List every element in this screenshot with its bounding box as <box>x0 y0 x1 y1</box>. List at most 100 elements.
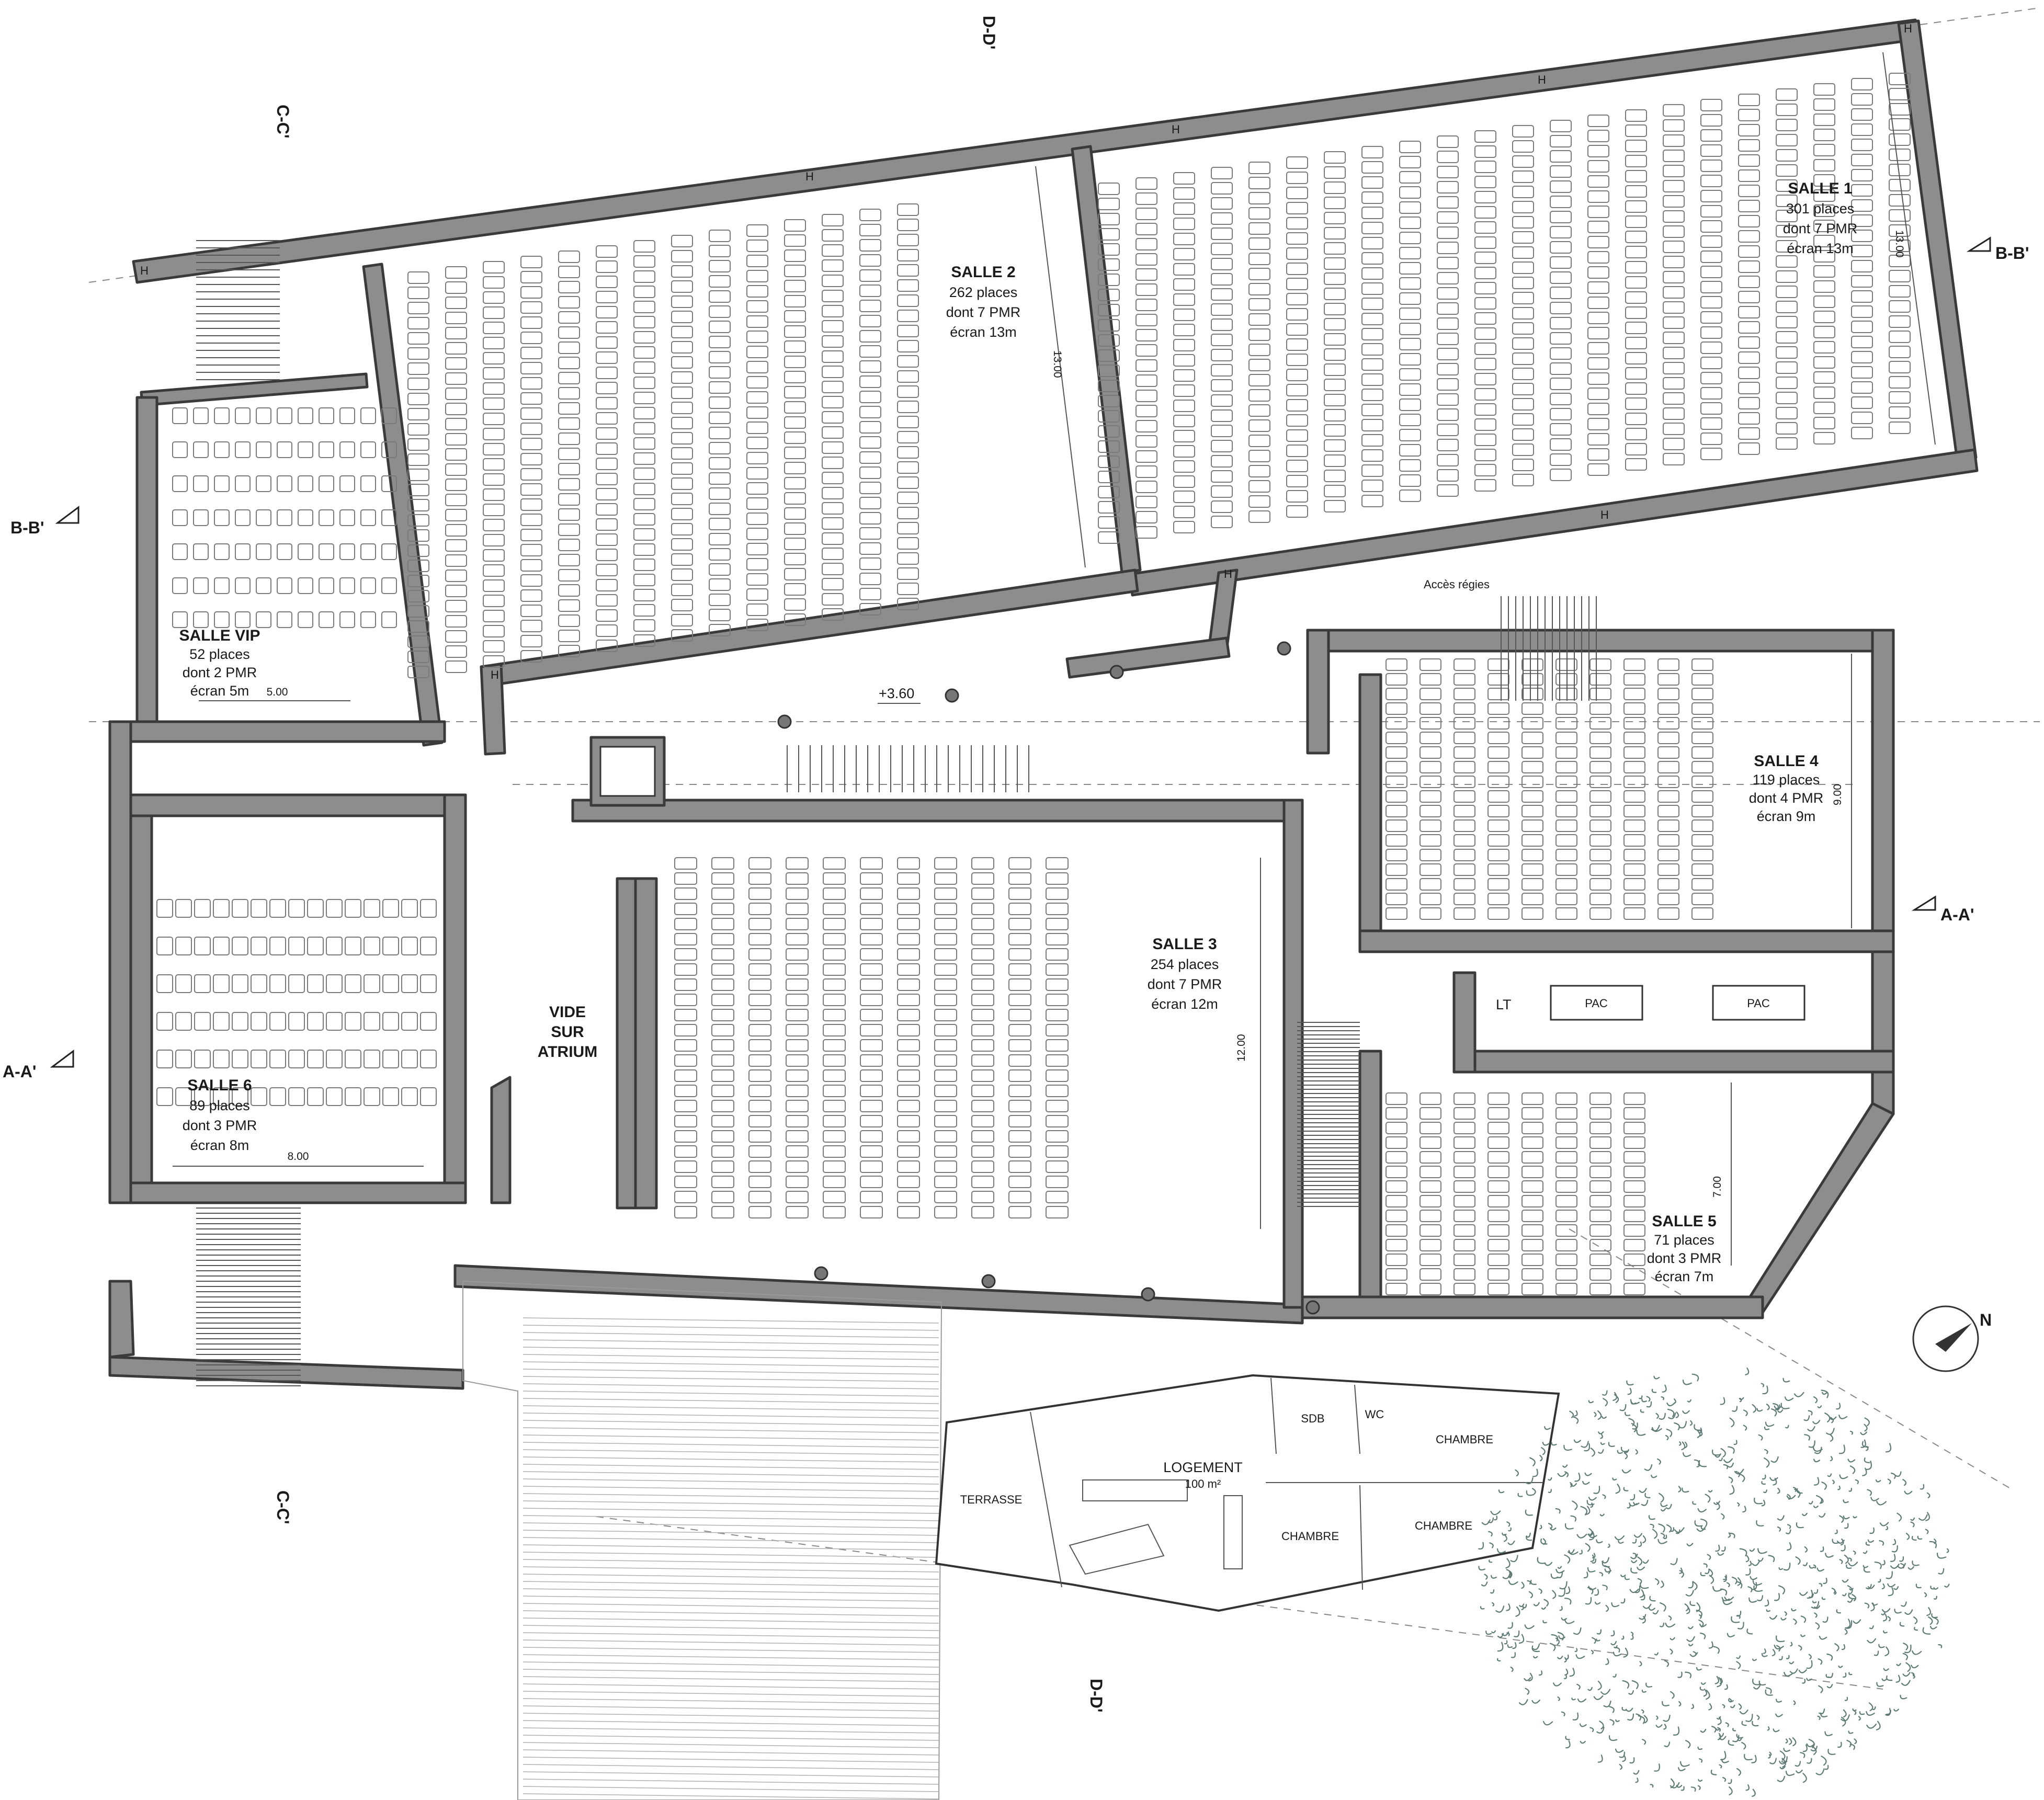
seat <box>1691 893 1713 905</box>
seat <box>1420 688 1441 700</box>
seat <box>1098 258 1120 271</box>
seat <box>381 577 397 594</box>
seat <box>1386 688 1407 700</box>
seat <box>1453 688 1475 700</box>
seat <box>213 1050 230 1068</box>
column <box>1277 641 1291 656</box>
seat <box>1453 819 1475 832</box>
seat <box>1487 1239 1509 1251</box>
seat <box>1512 186 1534 198</box>
seat <box>934 857 957 870</box>
pac-label: PAC <box>1585 997 1608 1010</box>
seat <box>1550 165 1572 178</box>
seat <box>256 475 271 492</box>
seat <box>1474 297 1496 310</box>
seat <box>1663 225 1685 238</box>
seat <box>897 325 919 337</box>
seat <box>971 872 994 885</box>
seat <box>633 528 655 541</box>
seat <box>1286 293 1308 305</box>
seat <box>1173 430 1195 442</box>
seat <box>1437 424 1459 436</box>
seat <box>1550 226 1572 238</box>
seat <box>1512 292 1534 304</box>
seat <box>897 1191 920 1203</box>
seat <box>1550 347 1572 360</box>
seat <box>1663 438 1685 450</box>
seat <box>1286 247 1308 260</box>
seat <box>1211 318 1233 331</box>
seat <box>709 305 731 318</box>
seat <box>288 1012 305 1031</box>
seat <box>483 640 505 653</box>
seat <box>360 577 376 594</box>
seat <box>1657 805 1679 817</box>
screen-dimension: 7.00 <box>1711 1176 1723 1198</box>
seat <box>1098 243 1120 256</box>
seat <box>709 624 731 636</box>
west-wall-salle2 <box>362 263 444 747</box>
seat <box>360 543 376 560</box>
screen-salle1 <box>1882 52 1936 445</box>
seat <box>1623 1180 1645 1193</box>
seat <box>1437 272 1459 284</box>
room-title: SALLE 4 <box>1754 753 1819 770</box>
seat <box>823 1024 846 1036</box>
seat <box>1008 1085 1031 1097</box>
screen-salle2 <box>1035 166 1086 568</box>
seat <box>1625 170 1647 183</box>
seat <box>897 385 919 398</box>
seat <box>1098 213 1120 225</box>
seat <box>1587 221 1609 233</box>
column <box>814 1266 828 1281</box>
seat <box>326 974 343 993</box>
seat <box>897 933 920 945</box>
seat <box>784 234 806 247</box>
seat <box>1589 907 1611 920</box>
seat <box>1361 464 1383 477</box>
seat <box>1851 108 1873 121</box>
seat <box>711 918 734 930</box>
salle6-left-inner <box>129 814 153 1184</box>
kitchen-counter <box>1082 1479 1188 1501</box>
seat <box>1324 151 1346 164</box>
seat <box>307 1050 324 1068</box>
seat <box>1399 338 1421 350</box>
seat <box>1135 238 1157 250</box>
seat <box>193 509 209 526</box>
seat <box>897 1039 920 1052</box>
seat <box>897 1115 920 1127</box>
seat <box>1663 392 1685 405</box>
seat <box>1587 251 1609 264</box>
logement-area: 100 m² <box>1185 1477 1221 1490</box>
seat <box>674 857 697 870</box>
seat <box>748 872 771 885</box>
seat <box>307 974 324 993</box>
seat <box>1776 210 1798 222</box>
seat <box>823 1085 846 1097</box>
seat <box>407 393 429 405</box>
seat <box>1623 1254 1645 1266</box>
lt-bottom <box>1452 1050 1895 1074</box>
seat <box>277 611 292 628</box>
seat <box>1512 125 1534 138</box>
seat <box>1211 440 1233 452</box>
seat <box>786 1085 809 1097</box>
seat <box>1420 1136 1441 1149</box>
seat <box>1135 253 1157 266</box>
seat <box>407 544 429 557</box>
seat <box>971 1206 994 1218</box>
seat <box>860 1191 883 1203</box>
seat <box>1623 849 1645 861</box>
seat <box>1550 256 1572 269</box>
seat <box>1173 445 1195 458</box>
seat <box>445 266 467 279</box>
seat <box>746 391 768 404</box>
seat <box>971 1009 994 1021</box>
seat <box>748 1130 771 1143</box>
seat <box>786 963 809 976</box>
seat <box>1324 394 1346 406</box>
seat <box>558 599 580 612</box>
seat <box>1386 819 1407 832</box>
seat <box>1738 276 1760 288</box>
